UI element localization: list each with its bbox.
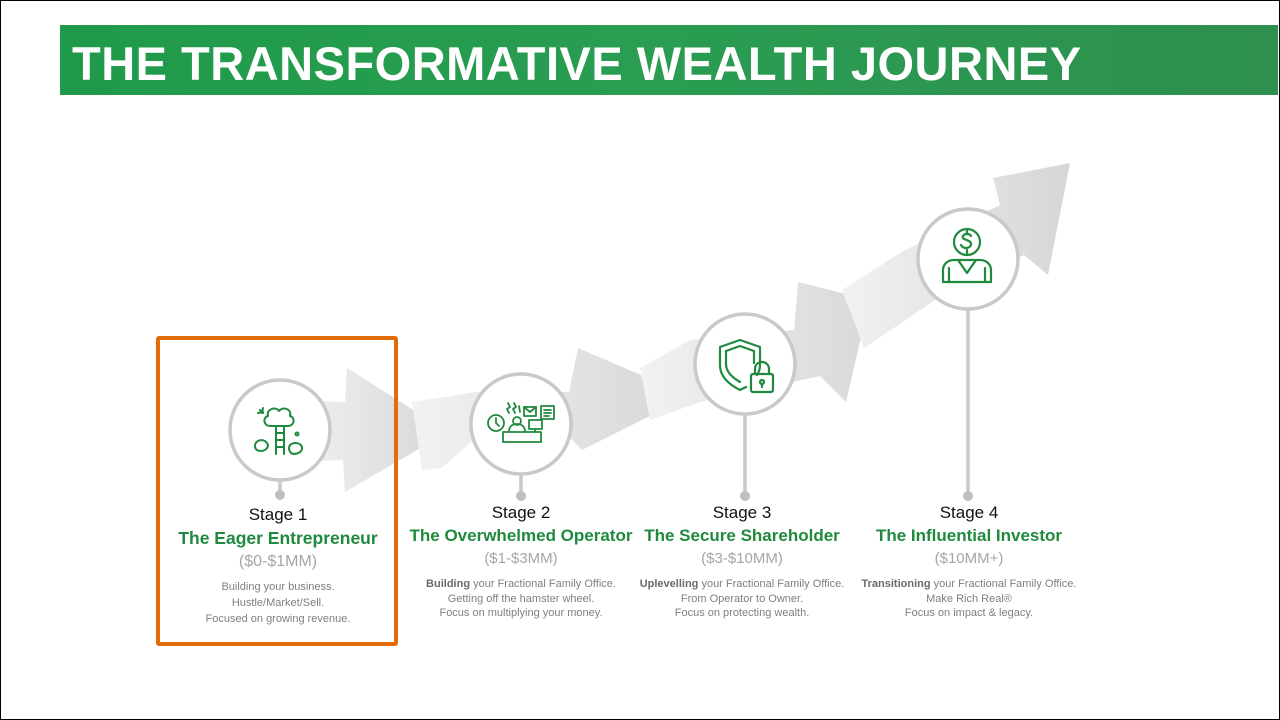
shield-lock-icon (718, 338, 775, 394)
stage-4-card[interactable]: Stage 4 The Influential Investor ($10MM+… (849, 503, 1089, 621)
desc-line-2: Make Rich Real® (926, 592, 1012, 605)
stage-description: Building your business. Hustle/Market/Se… (158, 579, 398, 627)
desc-line-3: Focus on impact & legacy. (904, 607, 1034, 619)
stage-1-highlight (156, 336, 398, 646)
desc-line-2: Getting off the hamster wheel. (447, 592, 595, 605)
stage-description: Building your Fractional Family Office. … (401, 577, 641, 621)
stage-range: ($0-$1MM) (238, 553, 318, 570)
desc-lead: Transitioning (861, 578, 931, 590)
desc-line-1-text: your Fractional Family Office. (470, 578, 616, 590)
desc-line-1: Transitioning your Fractional Family Off… (849, 577, 1089, 592)
connector-dot-3 (740, 491, 750, 501)
desc-line-1: Building your Fractional Family Office. (401, 577, 641, 592)
connector-dot-4 (963, 491, 973, 501)
busy-desk-icon (487, 402, 555, 443)
desc-line-1: Building your business. (221, 581, 335, 593)
stage-label: Stage 2 (491, 503, 551, 522)
desc-line-1-text: your Fractional Family Office. (698, 578, 845, 590)
stage-name: The Influential Investor (875, 526, 1063, 545)
stage-name: The Eager Entrepreneur (178, 528, 378, 548)
page-title: THE TRANSFORMATIVE WEALTH JOURNEY (72, 37, 1082, 90)
stage-circle-1 (228, 378, 332, 482)
desc-line-3: Focused on growing revenue. (205, 613, 351, 625)
stage-label: Stage 1 (248, 505, 308, 524)
desc-line-2: From Operator to Owner. (680, 592, 804, 605)
connector-dot-1 (275, 490, 285, 500)
stage-range: ($1-$3MM) (484, 550, 558, 567)
stage-range: ($10MM+) (934, 550, 1004, 567)
desc-line-3: Focus on protecting wealth. (674, 607, 810, 619)
desc-line-3: Focus on multiplying your money. (439, 607, 603, 619)
stage-3-card[interactable]: Stage 3 The Secure Shareholder ($3-$10MM… (622, 503, 862, 621)
stage-label: Stage 4 (939, 503, 999, 522)
stage-1-card[interactable]: Stage 1 The Eager Entrepreneur ($0-$1MM)… (158, 505, 398, 627)
connector-dot-2 (516, 491, 526, 501)
stage-description: Transitioning your Fractional Family Off… (849, 577, 1089, 621)
stage-2-card[interactable]: Stage 2 The Overwhelmed Operator ($1-$3M… (401, 503, 641, 621)
arrow-segment-1 (292, 368, 448, 492)
dollar-person-icon (941, 227, 993, 284)
stage-range: ($3-$10MM) (701, 550, 783, 567)
tree-ladder-icon (254, 407, 304, 455)
stage-name: The Overwhelmed Operator (409, 526, 633, 545)
stage-label: Stage 3 (712, 503, 772, 522)
stage-name: The Secure Shareholder (644, 526, 840, 545)
desc-line-2: Hustle/Market/Sell. (231, 597, 325, 609)
desc-lead: Uplevelling (639, 578, 699, 590)
stage-description: Uplevelling your Fractional Family Offic… (622, 577, 862, 621)
desc-line-1-text: your Fractional Family Office. (930, 578, 1077, 590)
title-banner: THE TRANSFORMATIVE WEALTH JOURNEY (60, 25, 1278, 95)
desc-lead: Building (426, 578, 471, 590)
desc-line-1: Uplevelling your Fractional Family Offic… (622, 577, 862, 592)
stage-circle-3 (693, 312, 797, 416)
